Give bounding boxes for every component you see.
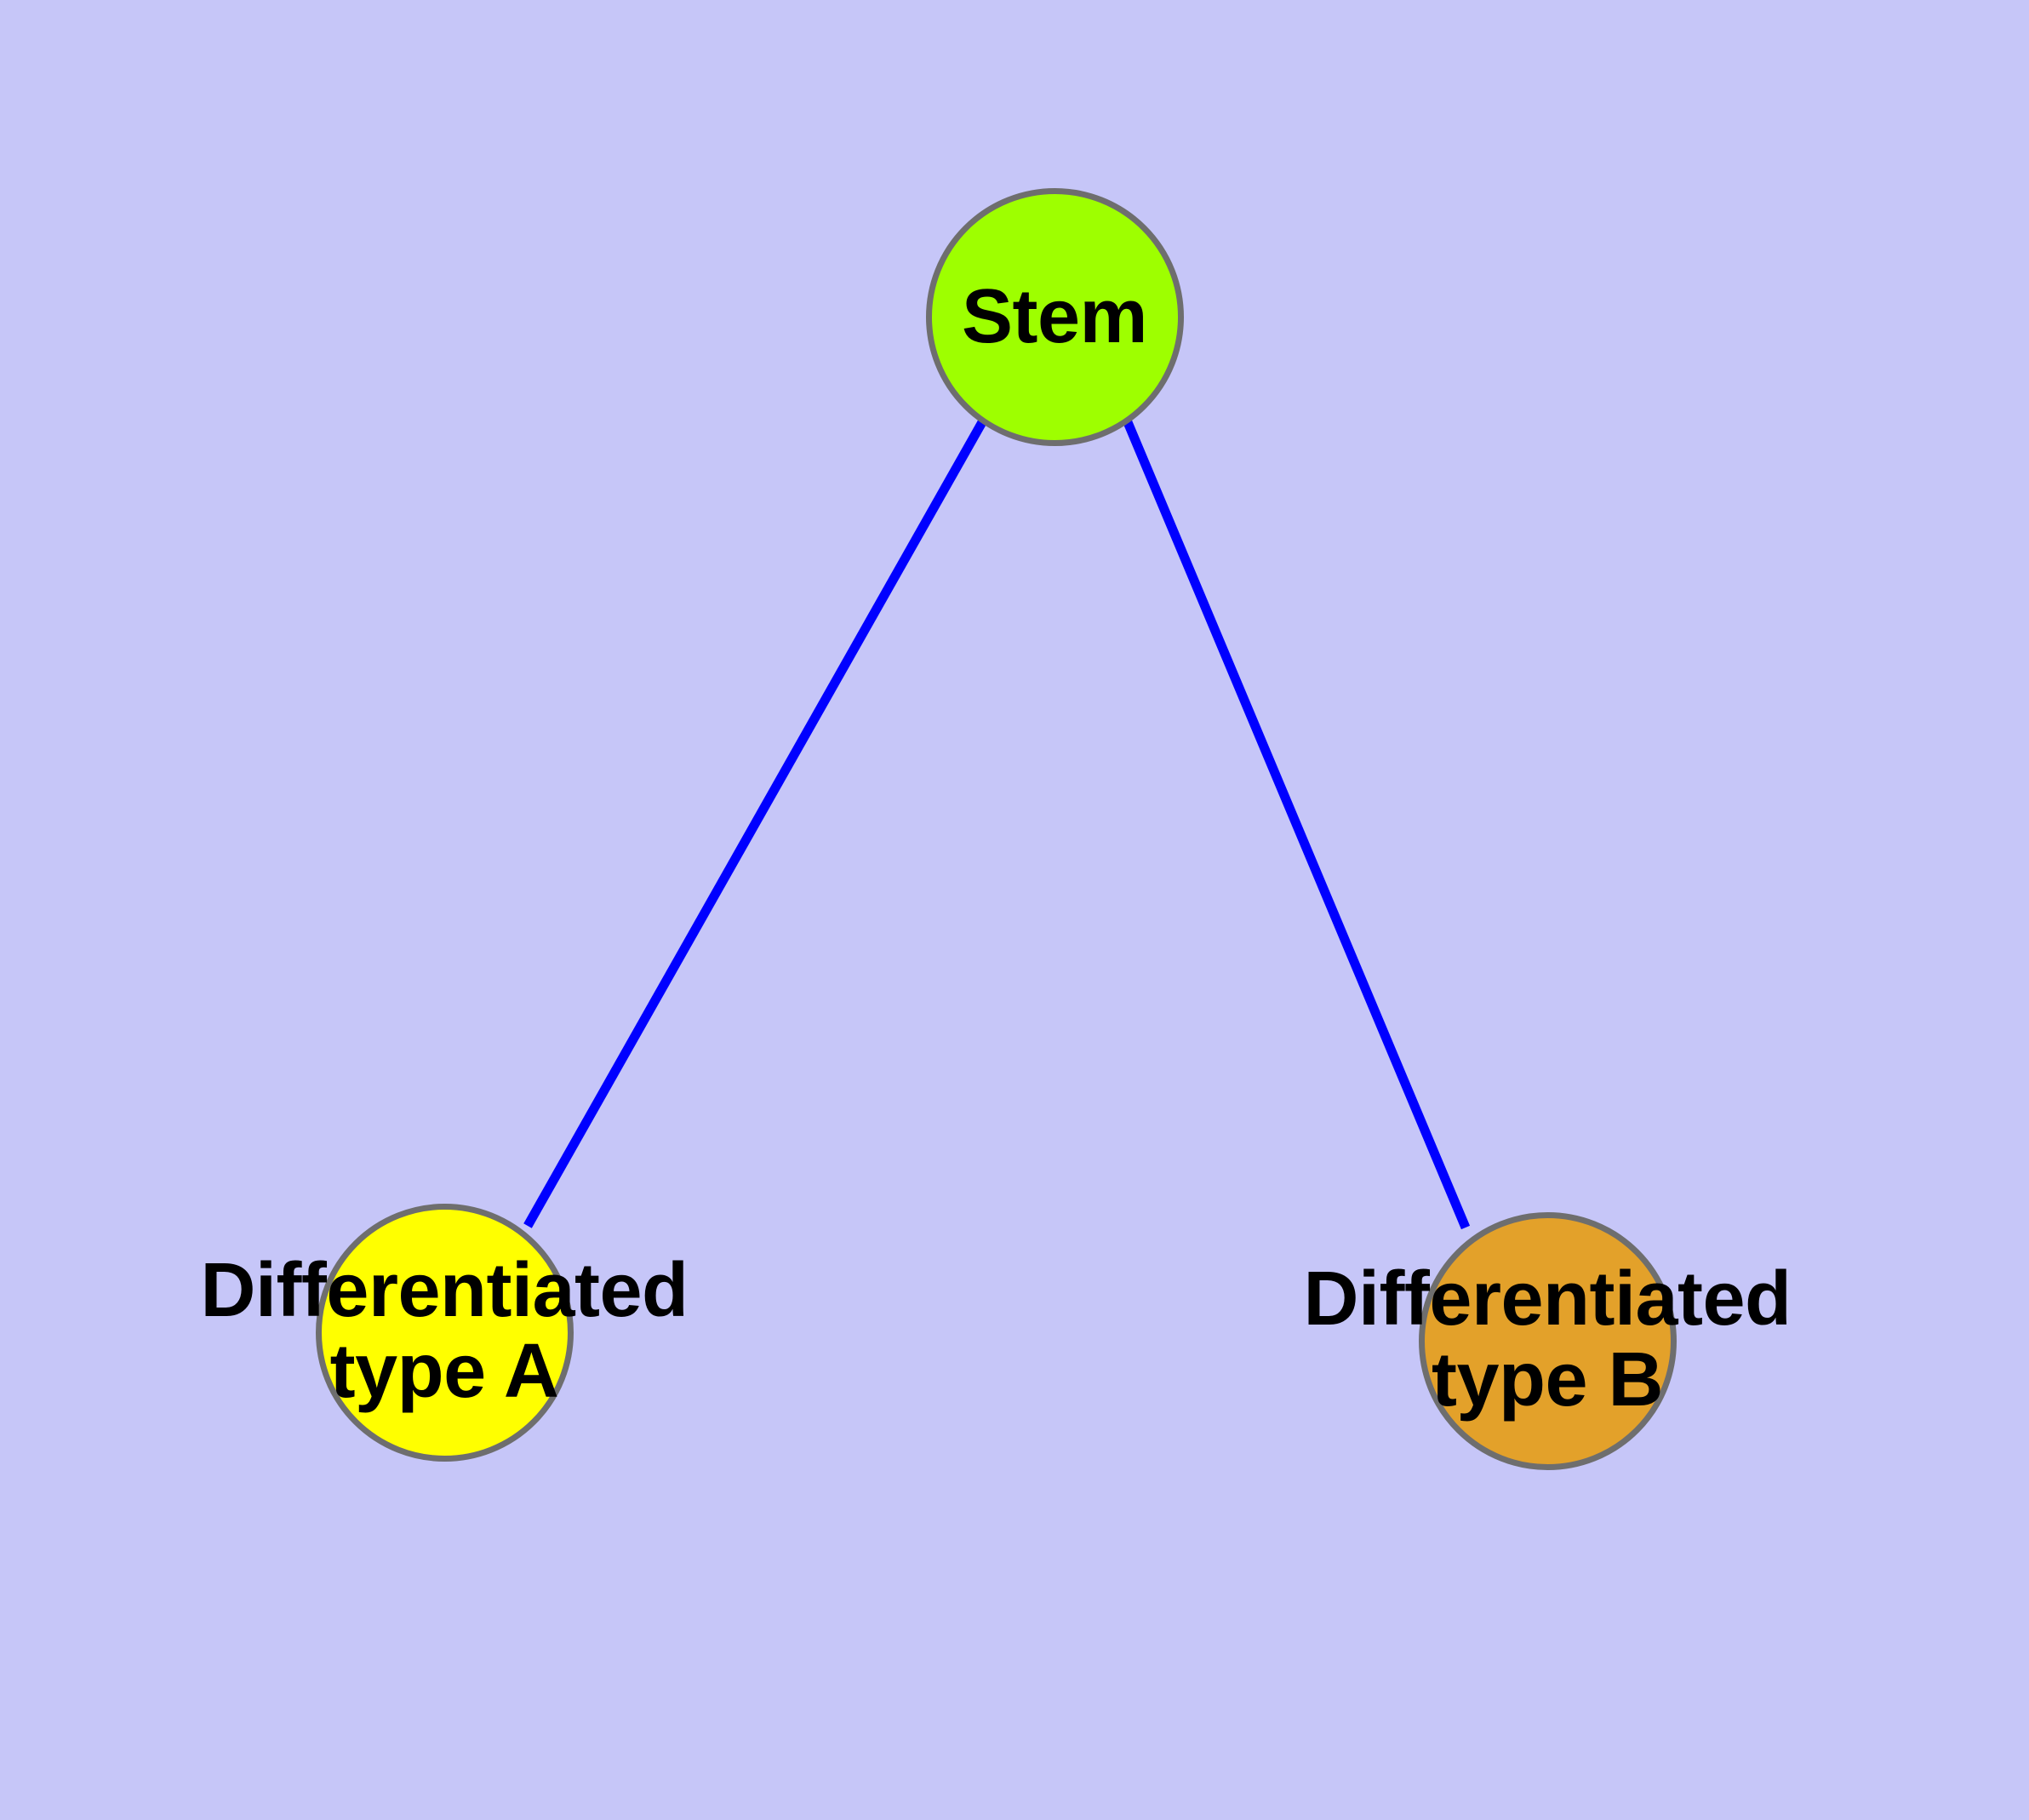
node-differentiated-type-b[interactable] [1419, 1212, 1677, 1470]
node-stem[interactable] [926, 188, 1184, 446]
edge-stem-to-diff-b [1123, 420, 1471, 1230]
edge-stem-to-diff-a [523, 420, 986, 1228]
node-differentiated-type-a[interactable] [316, 1204, 574, 1462]
